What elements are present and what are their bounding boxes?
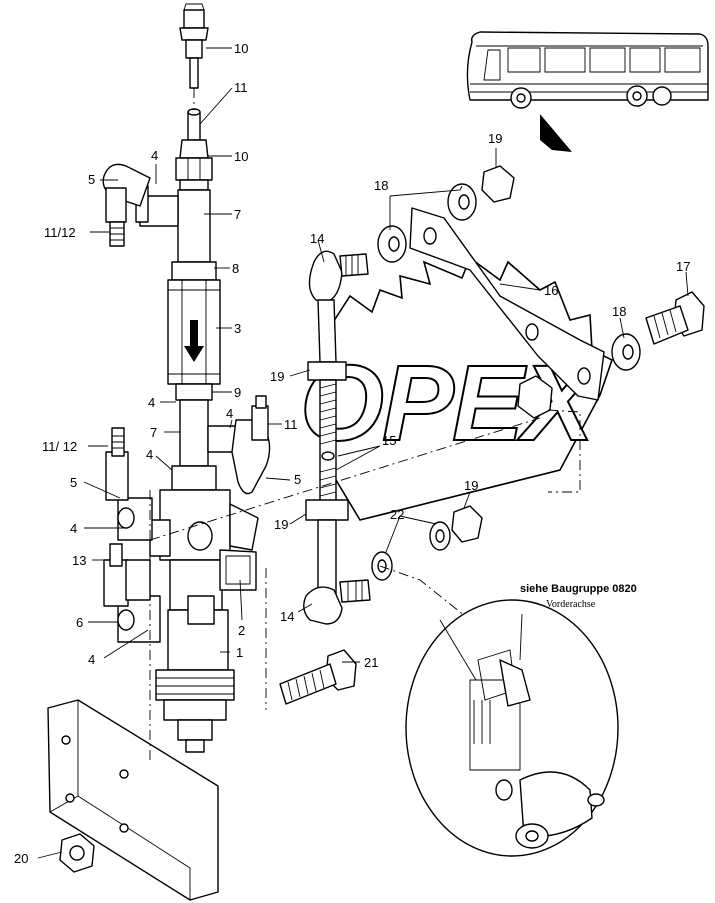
flow-arrow-icon <box>184 320 204 362</box>
callout-label: 8 <box>232 261 239 276</box>
callout-label: 19 <box>464 478 478 493</box>
callout-label: 4 <box>226 406 233 421</box>
callout-label: 4 <box>148 395 155 410</box>
callout-label: 19 <box>270 369 284 384</box>
callout-label: 21 <box>364 655 378 670</box>
callout-label: 11 <box>234 80 248 95</box>
callout-label: 9 <box>234 385 241 400</box>
callout-label: 11/12 <box>44 225 76 240</box>
callout-label: 19 <box>274 517 288 532</box>
reference-note: siehe Baugruppe 0820 Vorderachse <box>520 583 637 610</box>
callout-label: 10 <box>234 41 248 56</box>
callout-label: 7 <box>150 425 157 440</box>
bracket-assembly <box>377 165 705 419</box>
callout-label: 18 <box>374 178 388 193</box>
reference-title: siehe Baugruppe 0820 <box>520 583 637 595</box>
callout-label: 4 <box>88 652 95 667</box>
callout-label: 16 <box>544 283 558 298</box>
callout-label: 20 <box>14 851 28 866</box>
callout-label: 19 <box>488 131 502 146</box>
callout-label: 5 <box>88 172 95 187</box>
callout-label: 6 <box>76 615 83 630</box>
callouts: 10 11 10 5 4 7 11/12 8 3 4 9 4 11 7 11/ … <box>14 41 690 866</box>
reference-subtitle: Vorderachse <box>546 599 596 610</box>
linkage-rod <box>279 250 483 705</box>
callout-label: 10 <box>234 149 248 164</box>
callout-label: 22 <box>390 507 404 522</box>
callout-label: 7 <box>234 207 241 222</box>
direction-arrow-icon <box>540 114 572 152</box>
callout-label: 5 <box>70 475 77 490</box>
callout-label: 14 <box>280 609 294 624</box>
watermark-text: OPEX <box>300 342 600 463</box>
callout-label: 5 <box>294 472 301 487</box>
callout-label: 15 <box>382 433 396 448</box>
watermark: OPEX <box>299 256 613 521</box>
leader-lines <box>37 47 689 859</box>
callout-label: 3 <box>234 321 241 336</box>
valve-assembly <box>102 3 271 753</box>
callout-label: 11/ 12 <box>42 439 77 454</box>
callout-label: 2 <box>238 623 245 638</box>
callout-label: 14 <box>310 231 324 246</box>
callout-label: 13 <box>72 553 86 568</box>
callout-label: 18 <box>612 304 626 319</box>
mounting-plate <box>47 699 219 901</box>
bus-illustration <box>466 31 709 109</box>
callout-label: 4 <box>146 447 153 462</box>
callout-label: 11 <box>284 417 298 432</box>
callout-label: 1 <box>236 645 243 660</box>
callout-label: 4 <box>70 521 77 536</box>
callout-label: 4 <box>151 148 158 163</box>
detail-view <box>405 599 619 857</box>
center-lines <box>149 88 581 760</box>
callout-label: 17 <box>676 259 690 274</box>
